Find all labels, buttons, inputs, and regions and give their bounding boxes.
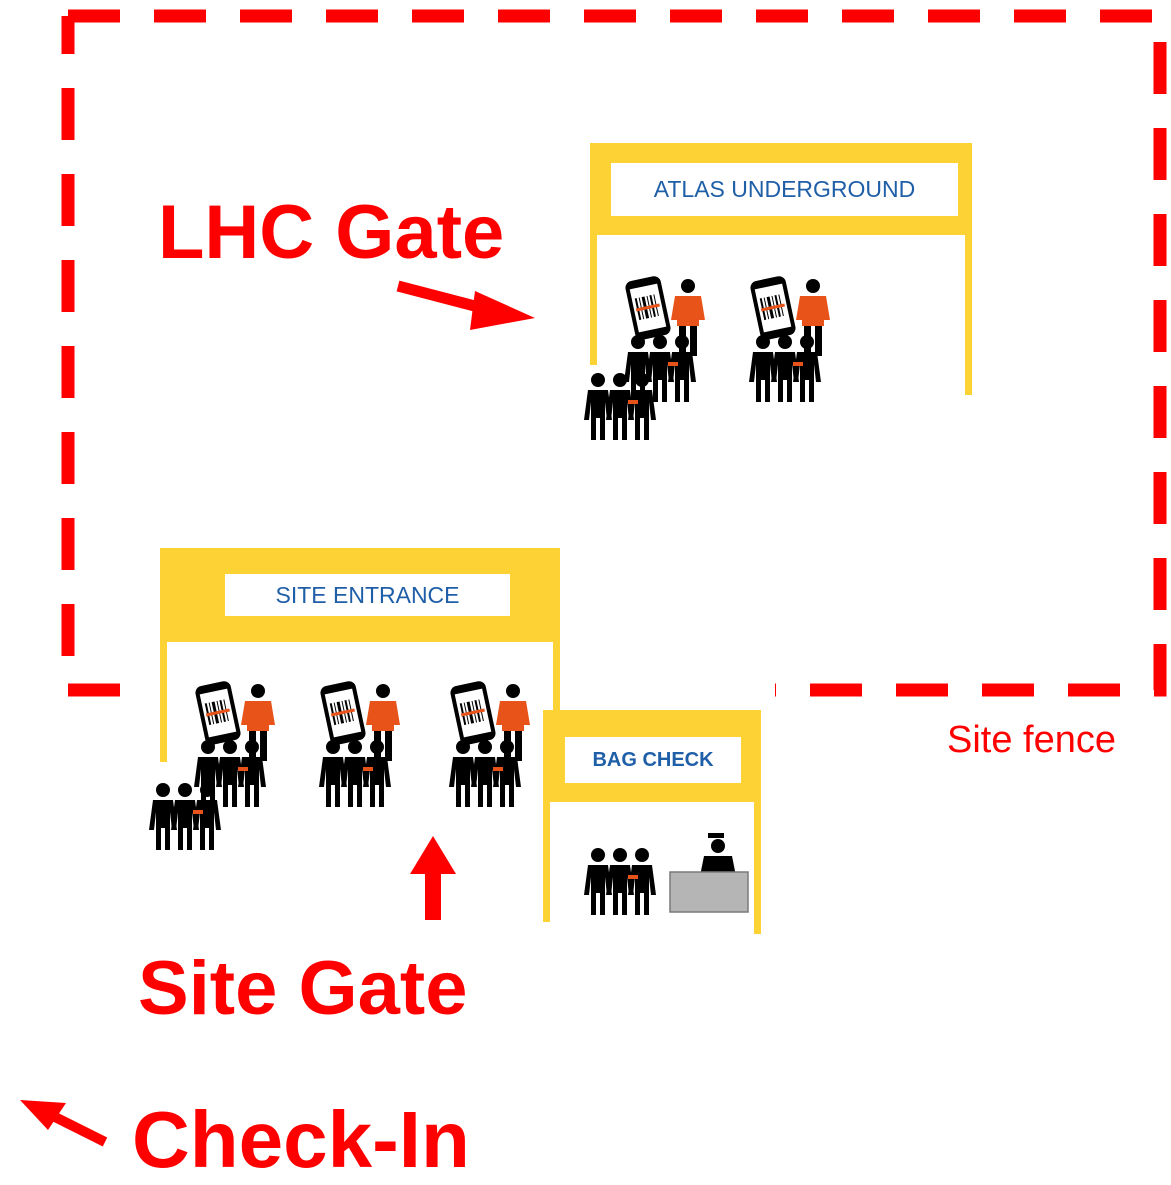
bag-check-sign: BAG CHECK	[565, 737, 741, 783]
check-in-arrow-icon	[20, 1100, 108, 1147]
site-entrance-sign: SITE ENTRANCE	[225, 574, 510, 616]
atlas-gate-queue	[584, 275, 830, 440]
site-entrance-queue	[149, 680, 530, 850]
site-gate-arrow-icon	[410, 836, 456, 920]
bag-check-queue	[584, 833, 749, 915]
check-in-label: Check-In	[132, 1095, 470, 1184]
security-guard-icon	[700, 833, 736, 876]
bag-check-desk	[669, 871, 749, 913]
atlas-gate-sign: ATLAS UNDERGROUND	[611, 163, 958, 216]
site-gate-label: Site Gate	[138, 946, 468, 1031]
site-fence	[61, 9, 1167, 697]
lhc-gate-label: LHC Gate	[158, 190, 505, 275]
site-fence-label: Site fence	[947, 719, 1116, 761]
lhc-gate-arrow-icon	[396, 280, 535, 330]
